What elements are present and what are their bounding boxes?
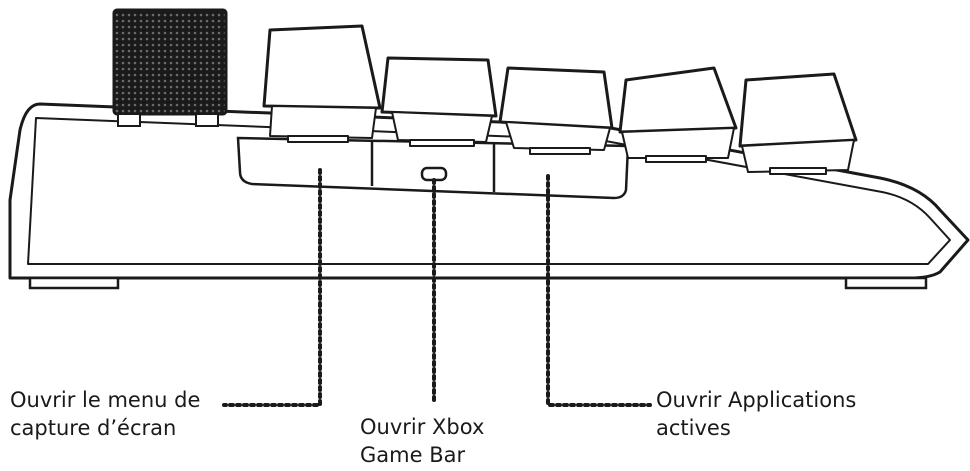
callout-active-apps-line2: actives bbox=[656, 416, 731, 440]
callout-xbox-game-bar-line2: Game Bar bbox=[360, 443, 466, 467]
volume-wheel bbox=[112, 8, 228, 127]
callout-line-apps bbox=[546, 174, 652, 407]
keycap-5 bbox=[738, 72, 858, 175]
callout-active-apps: Ouvrir Applications actives bbox=[656, 386, 856, 442]
callout-lines bbox=[222, 168, 652, 407]
callout-screenshot-menu-line1: Ouvrir le menu de bbox=[10, 388, 201, 412]
callout-screenshot-menu-line2: capture d’écran bbox=[10, 416, 177, 440]
callout-xbox-game-bar-line1: Ouvrir Xbox bbox=[360, 415, 485, 439]
callout-line-screenshot bbox=[222, 168, 322, 407]
keycap-1 bbox=[262, 24, 382, 143]
keycaps bbox=[262, 24, 858, 175]
callout-xbox-game-bar: Ouvrir Xbox Game Bar bbox=[360, 413, 484, 469]
callout-screenshot-menu: Ouvrir le menu de capture d’écran bbox=[10, 386, 200, 442]
keycap-2 bbox=[380, 56, 498, 147]
keycap-4 bbox=[618, 66, 738, 163]
callout-active-apps-line1: Ouvrir Applications bbox=[656, 388, 857, 412]
keyboard-feet bbox=[28, 276, 928, 290]
keycap-3 bbox=[498, 66, 614, 155]
